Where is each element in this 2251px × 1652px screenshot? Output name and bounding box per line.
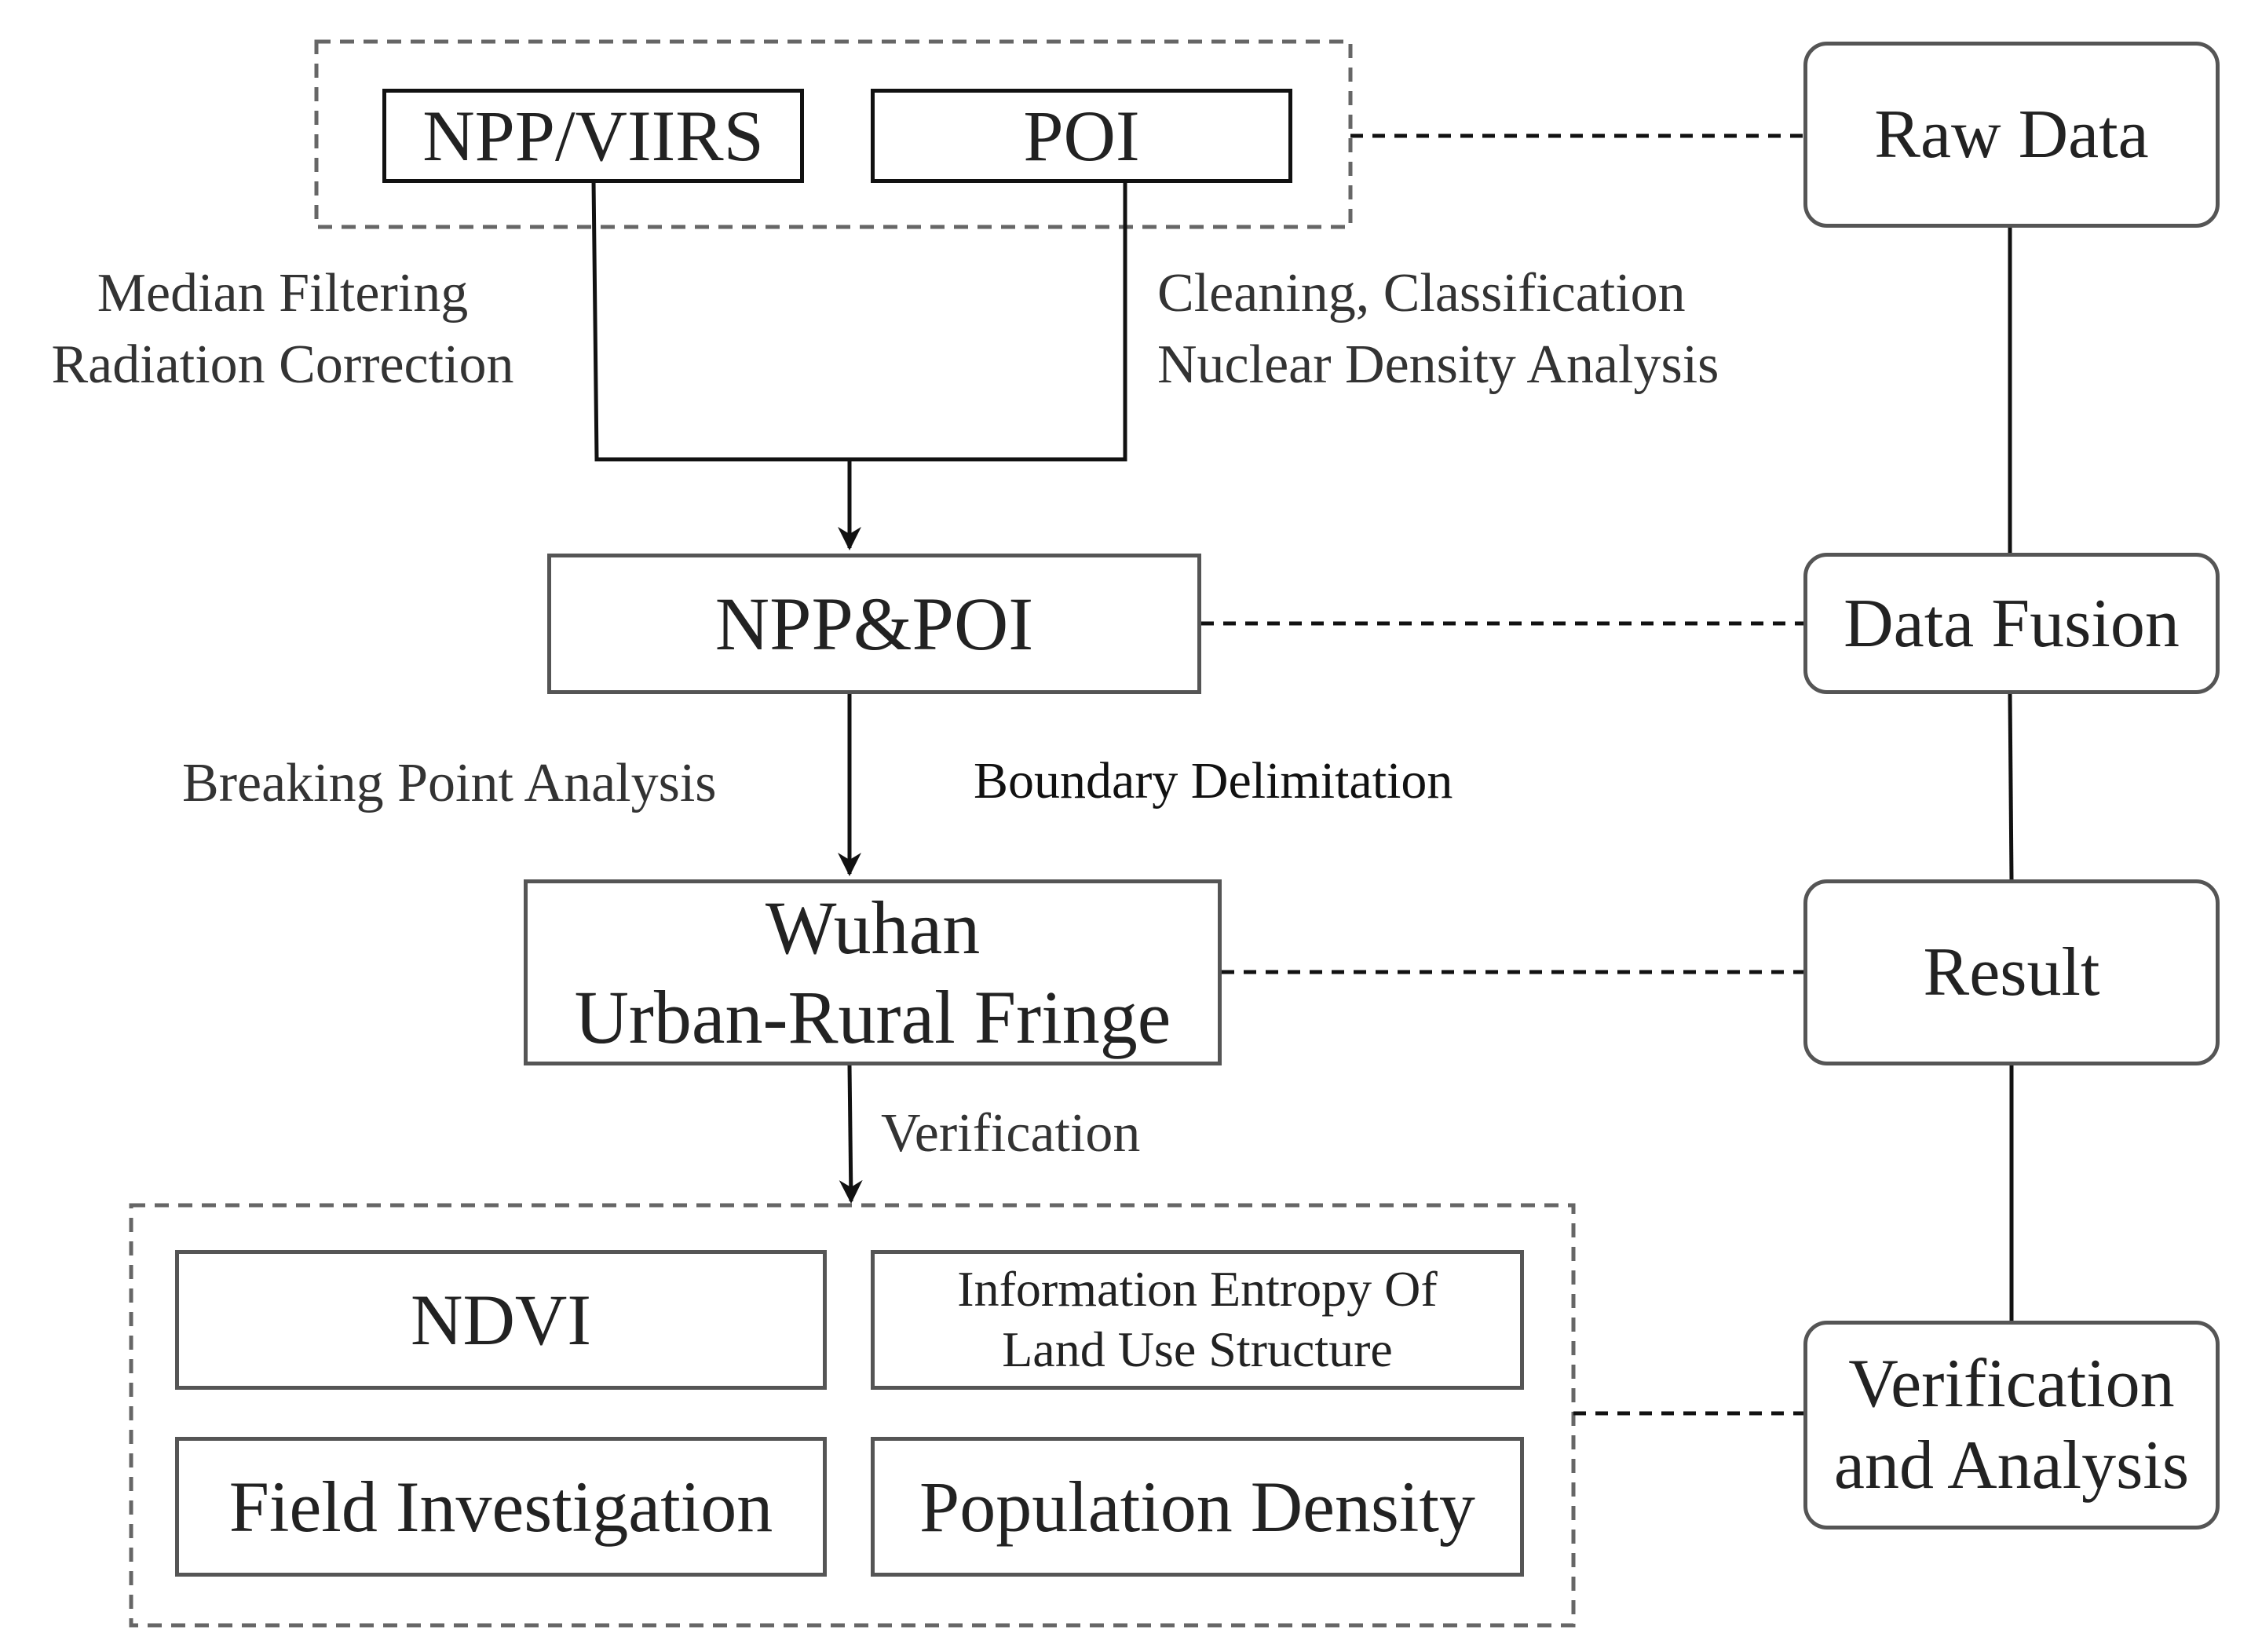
result-label: Result — [1923, 934, 2100, 1011]
merge-connector — [591, 180, 1127, 462]
npp-poi-box: NPP&POI — [547, 554, 1201, 694]
median-filtering-text: Median Filtering — [97, 263, 469, 323]
population-density-box: Population Density — [871, 1437, 1524, 1577]
stage-link-2 — [2008, 693, 2014, 880]
field-investigation-label: Field Investigation — [228, 1467, 773, 1547]
ndvi-box: NDVI — [175, 1250, 827, 1390]
field-investigation-box: Field Investigation — [175, 1437, 827, 1577]
entropy-line2: Land Use Structure — [1002, 1321, 1393, 1377]
cleaning-classification-text: Cleaning, Classification — [1157, 263, 1686, 323]
urban-rural-fringe-box: Wuhan Urban-Rural Fringe — [524, 879, 1222, 1065]
poi-box: POI — [871, 89, 1292, 183]
and-analysis-line: and Analysis — [1833, 1427, 2190, 1504]
entropy-box: Information Entropy Of Land Use Structur… — [871, 1250, 1524, 1390]
stage-result: Result — [1803, 879, 2220, 1065]
population-density-label: Population Density — [919, 1467, 1475, 1547]
urban-rural-fringe-text: Urban-Rural Fringe — [574, 974, 1171, 1059]
entropy-line1: Information Entropy Of — [957, 1261, 1438, 1318]
top-dashed-group — [314, 39, 1353, 229]
npp-poi-label: NPP&POI — [714, 582, 1034, 666]
stage-raw-data: Raw Data — [1803, 42, 2220, 228]
poi-preprocess-label: Cleaning, Classification Nuclear Density… — [1157, 258, 1719, 400]
stage-data-fusion: Data Fusion — [1803, 553, 2220, 694]
radiation-correction-text: Radiation Correction — [51, 334, 514, 395]
stage-verification-analysis: Verification and Analysis — [1803, 1321, 2220, 1530]
npp-viirs-box: NPP/VIIRS — [382, 89, 804, 183]
npp-preprocess-label: Median Filtering Radiation Correction — [16, 258, 550, 400]
arrow-to-verification — [839, 1065, 863, 1204]
raw-data-label: Raw Data — [1874, 97, 2149, 173]
data-fusion-label: Data Fusion — [1844, 585, 2180, 662]
breaking-point-label: Breaking Point Analysis — [182, 753, 717, 813]
verification-arrow-label: Verification — [881, 1103, 1141, 1164]
npp-viirs-label: NPP/VIIRS — [422, 96, 764, 176]
nuclear-density-text: Nuclear Density Analysis — [1157, 334, 1719, 395]
ndvi-label: NDVI — [411, 1280, 591, 1360]
boundary-delimitation-label: Boundary Delimitation — [974, 752, 1453, 810]
wuhan-text: Wuhan — [765, 886, 981, 970]
poi-label: POI — [1023, 96, 1140, 176]
verification-line: Verification — [1848, 1346, 2175, 1423]
